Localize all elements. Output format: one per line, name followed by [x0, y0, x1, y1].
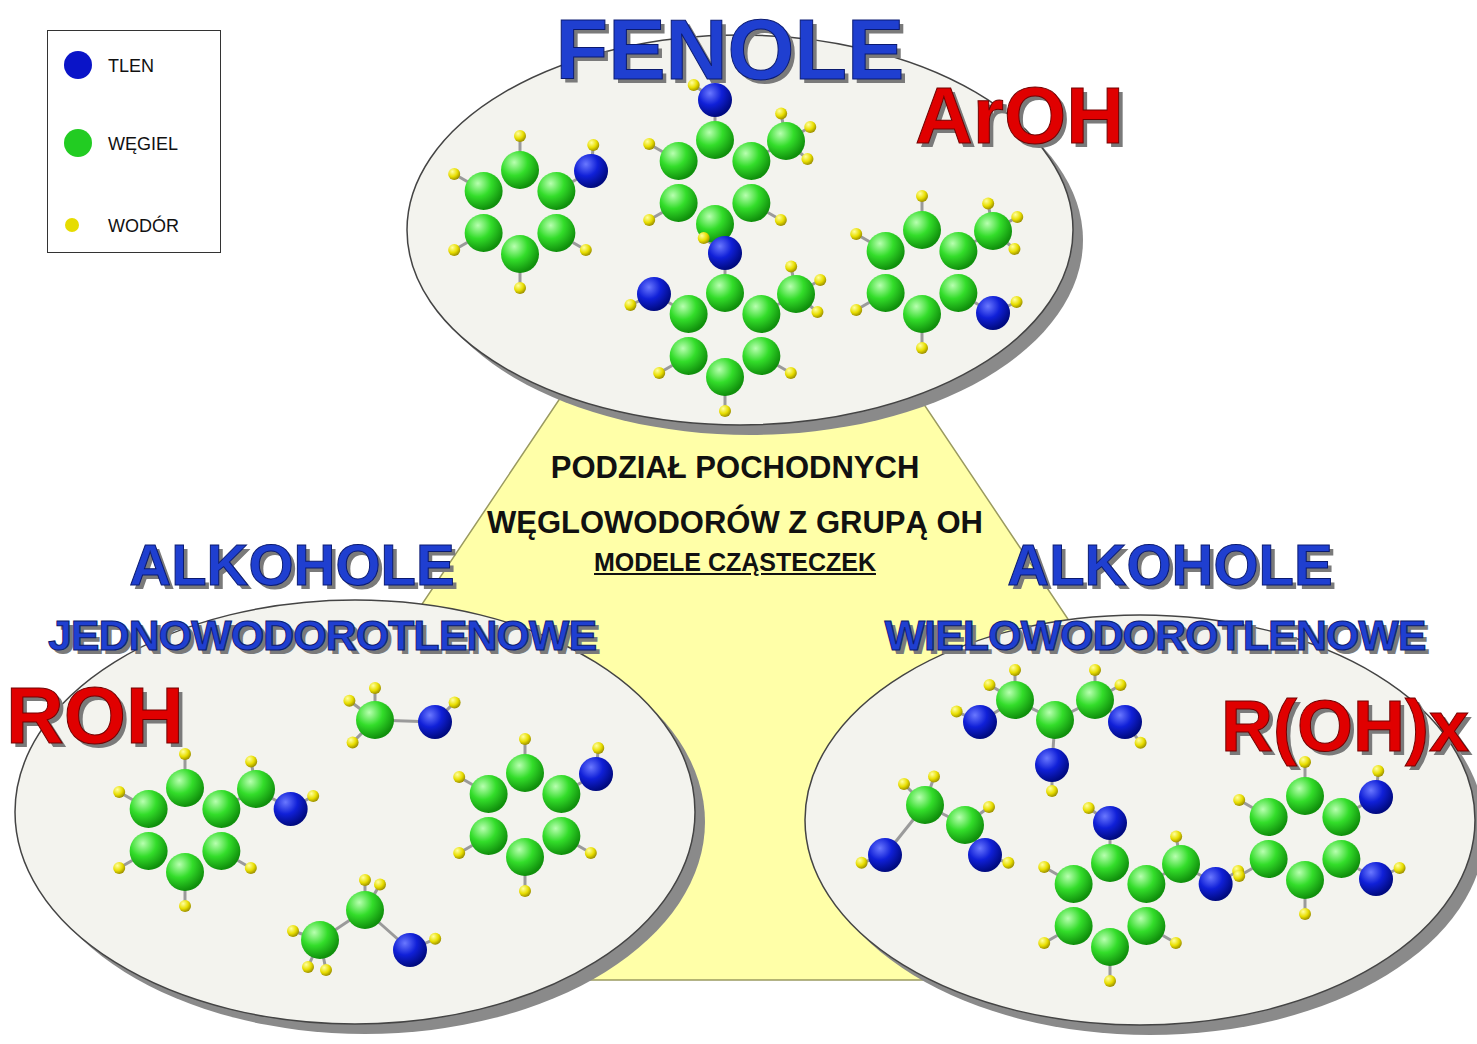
- legend-text: WĘGIEL: [108, 134, 178, 155]
- legend-text: WODÓR: [108, 216, 179, 237]
- general-formula: ArOH: [915, 76, 1124, 156]
- class-heading: WIELOWODOROTLENOWE: [885, 614, 1426, 657]
- general-formula: ROH: [6, 676, 184, 756]
- legend-box: TLEN WĘGIEL WODÓR: [47, 30, 221, 253]
- class-heading: FENOLE: [556, 6, 905, 92]
- subtitle-label: MODELE CZĄSTECZEK: [594, 548, 876, 577]
- diagram-title: PODZIAŁ POCHODNYCH WĘGLOWODORÓW Z GRUPĄ …: [425, 440, 1045, 550]
- class-heading: ALKOHOLE: [1007, 536, 1332, 594]
- legend-text: TLEN: [108, 56, 154, 77]
- legend-swatch: [62, 127, 96, 161]
- class-heading: ALKOHOLE: [129, 536, 454, 594]
- general-formula: R(OH)x: [1221, 690, 1469, 762]
- legend-swatch: [62, 49, 96, 83]
- class-heading: JEDNOWODOROTLENOWE: [48, 614, 596, 657]
- legend-swatch: [62, 209, 96, 243]
